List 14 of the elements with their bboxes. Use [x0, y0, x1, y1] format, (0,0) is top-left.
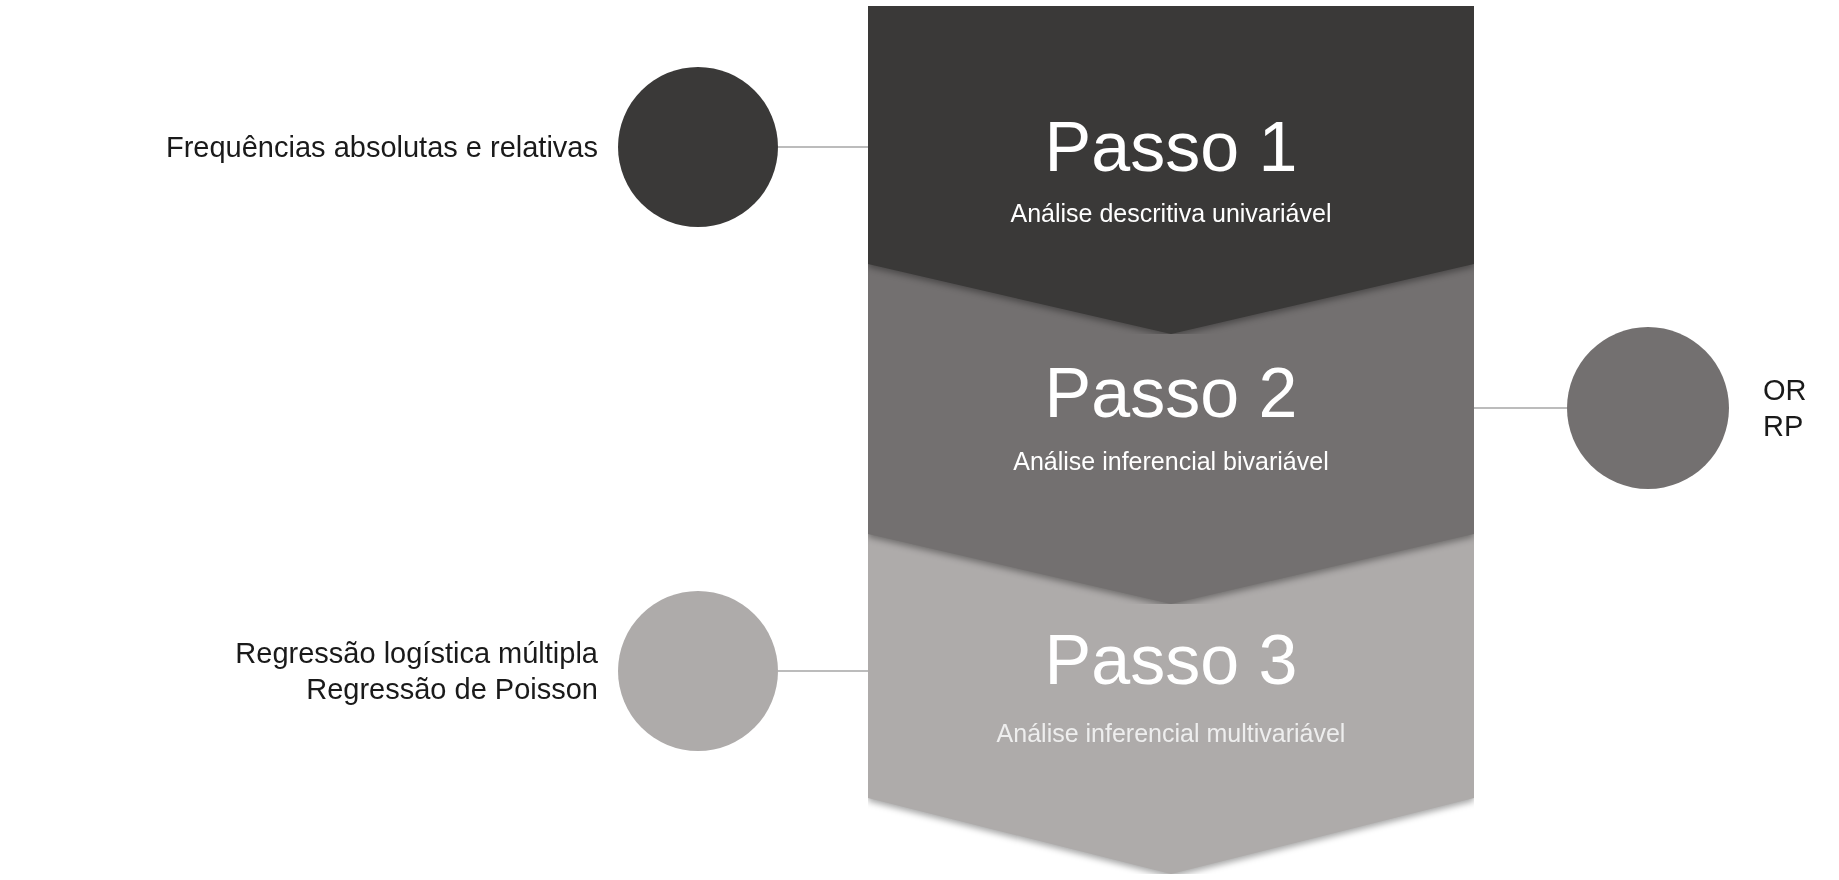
- step-title: Passo 2: [1043, 353, 1299, 433]
- step-title: Passo 1: [1043, 107, 1299, 187]
- step-description: Análise inferencial bivariável: [1012, 446, 1330, 477]
- side-note: Regressão de Poisson: [306, 672, 598, 707]
- side-note: Regressão logística múltipla: [235, 636, 598, 671]
- side-note: RP: [1763, 409, 1804, 444]
- connector-line: [777, 670, 869, 672]
- side-note: OR: [1763, 373, 1807, 408]
- step-description: Análise inferencial multivariável: [995, 718, 1347, 749]
- side-note: Frequências absolutas e relativas: [166, 130, 598, 165]
- step-description: Análise descritiva univariável: [1009, 198, 1333, 229]
- connector-line: [777, 146, 869, 148]
- connector-line: [1473, 407, 1568, 409]
- step-title: Passo 3: [1043, 620, 1299, 700]
